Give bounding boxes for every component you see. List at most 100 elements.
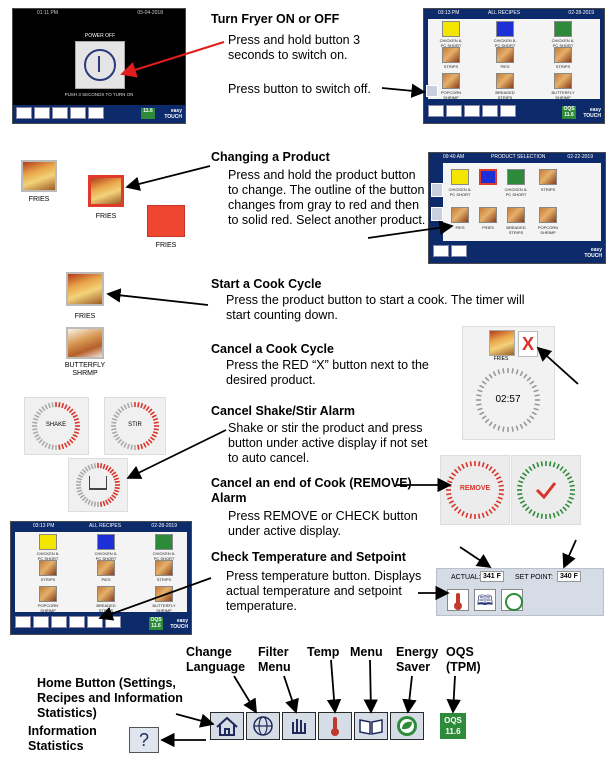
cook-text: Press the product button to start a cook… <box>226 293 525 322</box>
scroll-up-button[interactable] <box>431 183 443 197</box>
ring-tick <box>488 508 493 514</box>
recipe-tile[interactable] <box>155 534 173 550</box>
thermometer-icon[interactable] <box>69 616 85 628</box>
home-icon[interactable] <box>15 616 31 628</box>
filter-hand-icon[interactable] <box>464 105 480 117</box>
recipe-tile[interactable] <box>39 560 57 576</box>
globe-icon[interactable] <box>33 616 49 628</box>
ring-tick <box>524 506 530 512</box>
cancel-cook-heading: Cancel a Cook Cycle <box>211 342 334 356</box>
recipe-tile[interactable] <box>442 73 460 89</box>
shake-button[interactable]: SHAKE <box>45 422 67 428</box>
ring-tick <box>44 404 49 410</box>
selection-tile[interactable] <box>451 169 469 185</box>
recipe-tile[interactable] <box>97 586 115 602</box>
product-button-fries[interactable] <box>66 272 104 306</box>
product-button-outline[interactable] <box>88 175 124 207</box>
menu-button[interactable] <box>354 712 388 740</box>
power-button[interactable] <box>75 41 125 89</box>
selection-tile[interactable] <box>539 169 557 185</box>
ring-tick <box>111 471 117 476</box>
ring-tick <box>120 440 125 446</box>
recipe-tile[interactable] <box>155 560 173 576</box>
ring-tick <box>73 417 80 421</box>
change-language-button[interactable] <box>246 712 280 740</box>
power-small-button[interactable] <box>426 85 438 97</box>
home-button[interactable] <box>210 712 244 740</box>
filter-hand-icon[interactable] <box>52 107 68 119</box>
product-button-solid-red[interactable] <box>147 205 185 237</box>
ring-tick <box>568 480 574 484</box>
selection-tile-selected[interactable] <box>479 169 497 185</box>
cancel-x-button[interactable]: X <box>518 331 538 357</box>
filter-menu-button[interactable] <box>282 712 316 740</box>
energy-saver-button[interactable] <box>390 712 424 740</box>
recipe-tile[interactable] <box>97 560 115 576</box>
book-icon[interactable]: 🕮 <box>474 589 496 611</box>
arrow-setpoint <box>562 539 577 569</box>
ring-tick <box>534 394 540 397</box>
recipe-tile[interactable] <box>155 586 173 602</box>
basket-ring <box>76 463 120 507</box>
leaf-icon[interactable] <box>501 589 523 611</box>
recipe-tile[interactable] <box>442 47 460 63</box>
selection-tile[interactable] <box>479 207 497 223</box>
ring-tick <box>78 492 84 496</box>
ring-tick <box>552 462 556 468</box>
recipe-tile[interactable] <box>97 534 115 550</box>
book-icon[interactable] <box>451 245 467 257</box>
home-icon[interactable] <box>428 105 444 117</box>
recipe-label: POPCORN SHRIMP <box>440 90 462 100</box>
ring-tick <box>447 496 453 500</box>
ring-tick <box>120 406 125 412</box>
product-button-fries[interactable] <box>489 330 515 356</box>
recipe-label: CHICKEN 8-PC SHORT <box>94 551 118 561</box>
book-icon[interactable] <box>87 616 103 628</box>
basket-icon[interactable] <box>89 476 107 490</box>
product-label: BUTTERFLY <box>64 362 106 369</box>
product-button-normal[interactable] <box>21 160 57 192</box>
product-button-butterfly-shrimp[interactable] <box>66 327 104 359</box>
globe-icon[interactable] <box>34 107 50 119</box>
scroll-down-button[interactable] <box>431 207 443 221</box>
recipe-tile[interactable] <box>554 47 572 63</box>
book-icon[interactable] <box>88 107 104 119</box>
globe-icon[interactable] <box>446 105 462 117</box>
recipe-tile[interactable] <box>39 534 57 550</box>
recipe-tile[interactable] <box>442 21 460 37</box>
oqs-tpm-button[interactable]: OQS 11.6 <box>440 713 466 739</box>
selection-tile[interactable] <box>451 207 469 223</box>
information-statistics-button[interactable]: ? <box>129 727 159 753</box>
thermometer-icon[interactable] <box>70 107 86 119</box>
selection-label: CHICKEN 8-PC SHORT <box>448 187 472 197</box>
ring-tick <box>447 480 453 484</box>
temp-button[interactable] <box>318 712 352 740</box>
ring-tick <box>465 462 469 468</box>
thermometer-icon[interactable] <box>482 105 498 117</box>
remove-button[interactable]: REMOVE <box>459 485 491 492</box>
screen-time: 09:40 AM <box>443 154 465 160</box>
recipe-tile[interactable] <box>554 21 572 37</box>
selection-tile[interactable] <box>507 169 525 185</box>
check-icon[interactable] <box>534 480 558 500</box>
recipe-tile[interactable] <box>554 73 572 89</box>
thermometer-icon[interactable] <box>447 589 469 611</box>
leaf-icon[interactable] <box>105 616 121 628</box>
recipe-tile[interactable] <box>496 21 514 37</box>
home-icon[interactable] <box>433 245 449 257</box>
home-icon[interactable] <box>16 107 32 119</box>
power-heading: Turn Fryer ON or OFF <box>211 12 340 26</box>
book-icon[interactable] <box>500 105 516 117</box>
recipe-tile[interactable] <box>496 47 514 63</box>
recipe-tile[interactable] <box>496 73 514 89</box>
ring-tick <box>70 436 76 441</box>
filter-hand-icon[interactable] <box>51 616 67 628</box>
ring-tick <box>70 411 76 416</box>
ring-tick <box>453 506 459 512</box>
selection-tile[interactable] <box>507 207 525 223</box>
leaf-icon <box>397 716 417 736</box>
selection-tile[interactable] <box>539 207 557 223</box>
ring-tick <box>552 512 556 518</box>
recipe-tile[interactable] <box>39 586 57 602</box>
stir-button[interactable]: STIR <box>128 422 142 428</box>
